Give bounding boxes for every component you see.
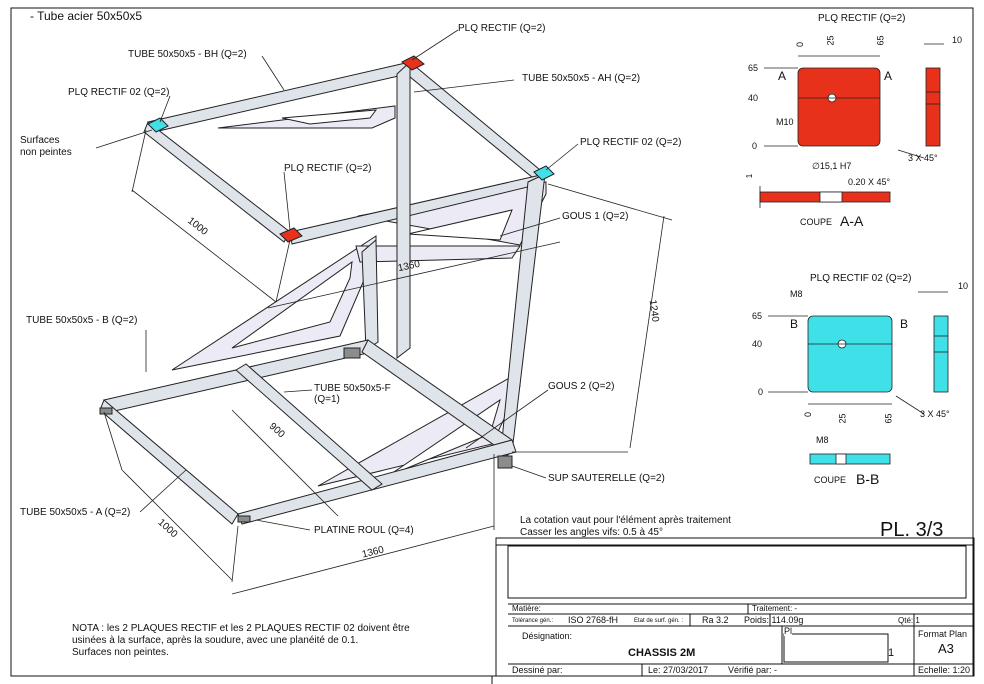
tolerance-label: Tolérance gén.:: [512, 618, 554, 624]
matiere-label: Matière:: [512, 604, 541, 613]
detail-b-dim-10: 10: [958, 281, 969, 291]
echelle: Echelle: 1:20: [918, 665, 971, 675]
detail-b-dim-65-bottom: 65: [883, 413, 894, 424]
detail-a-chamfer: 3 X 45°: [908, 153, 938, 163]
detail-b-drawing: [768, 291, 949, 465]
callout-surfaces-line1: Surfaces: [20, 135, 60, 146]
material-title: - Tube acier 50x50x5: [30, 9, 143, 23]
title-block-blank-field: [783, 633, 889, 663]
detail-a-section-letter-left: A: [778, 69, 787, 83]
plq-rectif02-right-plate: [533, 165, 555, 181]
callout-gous1: GOUS 1 (Q=2): [562, 211, 629, 222]
callout-tube-f-line2: (Q=1): [314, 394, 340, 405]
detail-a-section-label: COUPE: [800, 217, 833, 227]
detail-b-bore: M8: [816, 435, 829, 445]
designation-value: CHASSIS 2M: [628, 647, 696, 659]
designation-label: Désignation:: [522, 631, 573, 641]
plate-number: PL. 3/3: [880, 519, 944, 541]
date: Le: 27/03/2017: [648, 665, 709, 675]
verifie: Vérifié par: -: [728, 665, 778, 675]
leader-lines: [95, 29, 579, 531]
quantite: Qté: 1: [898, 616, 920, 625]
detail-a-dim-0: 0: [795, 41, 806, 48]
detail-a-title: PLQ RECTIF (Q=2): [818, 13, 906, 24]
post-mid: [361, 238, 379, 351]
nota-line-2: usinées à la surface, après la soudure, …: [72, 635, 359, 646]
detail-b-section-label: COUPE: [814, 475, 847, 485]
callout-plq-rectif02-right: PLQ RECTIF 02 (Q=2): [580, 137, 682, 148]
detail-a-drawing: [759, 43, 944, 208]
callout-tube-b: TUBE 50x50x5 - B (Q=2): [26, 315, 138, 326]
detail-a-section-name: A-A: [840, 213, 864, 229]
title-block-grid: [491, 537, 975, 684]
detail-a-bore: ∅15,1 H7: [812, 161, 852, 171]
detail-a-dim-65-left: 65: [748, 63, 759, 73]
detail-b-dim-0: 0: [803, 411, 814, 418]
note-casser: Casser les angles vifs: 0.5 à 45°: [520, 527, 663, 538]
detail-a-side-dim: 1: [745, 173, 755, 179]
detail-b-dim-65-left: 65: [752, 311, 763, 321]
detail-a-dim-25: 25: [825, 35, 836, 46]
partial-text-2: 1: [888, 647, 895, 659]
detail-a-bore-chamfer: 0.20 X 45°: [848, 177, 891, 187]
callout-tube-f-line1: TUBE 50x50x5-F: [314, 383, 391, 394]
note-cotation: La cotation vaut pour l'élément après tr…: [520, 515, 731, 526]
detail-a-dim-65-top: 65: [875, 35, 886, 46]
detail-a-section-letter-right: A: [884, 69, 893, 83]
nota-line-1: NOTA : les 2 PLAQUES RECTIF et les 2 PLA…: [72, 623, 410, 634]
callout-tube-a: TUBE 50x50x5 - A (Q=2): [20, 507, 131, 518]
detail-b-section-name: B-B: [856, 471, 880, 487]
callout-plq-rectif-mid: PLQ RECTIF (Q=2): [284, 163, 372, 174]
traitement: Traitement: -: [752, 604, 798, 613]
nota-line-3: Surfaces non peintes.: [72, 647, 169, 658]
detail-b-chamfer: 3 X 45°: [920, 409, 950, 419]
format-label: Format Plan: [918, 629, 968, 639]
plq-rectif-mid-plate: [279, 227, 303, 243]
dimension-lines: [103, 129, 673, 595]
tube-lower-left: [99, 399, 239, 525]
tube-top-left: [143, 121, 291, 243]
callout-tube-bh: TUBE 50x50x5 - BH (Q=2): [128, 49, 247, 60]
detail-a-hole-label: M10: [776, 117, 794, 127]
plq-rectif-top-plate: [401, 55, 425, 71]
tolerance-value: ISO 2768-fH: [568, 615, 619, 625]
plq-rectif02-left-plate: [147, 117, 169, 133]
detail-b-dim-40: 40: [752, 339, 763, 349]
detail-b-dim-25: 25: [837, 413, 848, 424]
callout-platine-roul: PLATINE ROUL (Q=4): [314, 525, 414, 536]
gousset-1-lower: [355, 245, 521, 263]
format-value: A3: [938, 641, 954, 656]
detail-b-section-letter-left: B: [790, 317, 799, 331]
detail-a-dim-0-left: 0: [752, 141, 758, 151]
detail-a-dim-10: 10: [952, 35, 963, 45]
callout-tube-ah: TUBE 50x50x5 - AH (Q=2): [522, 73, 641, 84]
dimension-1240: 1240: [646, 299, 661, 323]
tube-f: [235, 363, 383, 491]
chassis-isometric-view: [99, 55, 555, 525]
callout-plq-rectif-top: PLQ RECTIF (Q=2): [458, 23, 546, 34]
partial-text-1: Pl: [784, 626, 793, 636]
poids: Poids: 114.09g: [744, 615, 804, 625]
surface-value: Ra 3.2: [702, 615, 729, 625]
callout-gous2: GOUS 2 (Q=2): [548, 381, 615, 392]
surface-label: Etat de surf. gén. :: [634, 618, 684, 624]
callout-surfaces-line2: non peintes: [20, 147, 72, 158]
detail-b-dim-0-left: 0: [758, 387, 764, 397]
post-rear: [396, 60, 411, 360]
dessine-label: Dessiné par:: [512, 665, 563, 675]
detail-a-dim-40: 40: [748, 93, 759, 103]
callout-plq-rectif02-left: PLQ RECTIF 02 (Q=2): [68, 87, 170, 98]
detail-b-section-letter-right: B: [900, 317, 909, 331]
callout-sup-sauterelle: SUP SAUTERELLE (Q=2): [548, 473, 665, 484]
detail-b-title: PLQ RECTIF 02 (Q=2): [810, 273, 912, 284]
detail-b-hole-label: M8: [790, 289, 803, 299]
